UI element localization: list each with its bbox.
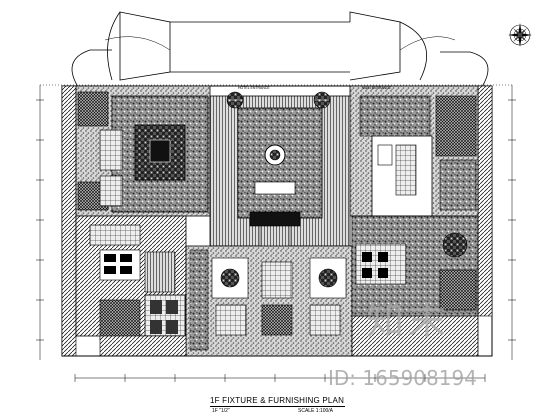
- main-entrance-label: MAIN ENTRANCE: [362, 86, 391, 90]
- left-dining-area: [75, 215, 187, 341]
- watermark-logo: 知末: [366, 299, 451, 343]
- scale-note-right: SCALE 1:100/A: [298, 408, 334, 414]
- watermark-id: ID: 165908194: [328, 366, 477, 390]
- entrance-canopy: [71, 11, 489, 91]
- plan-title-underline: [210, 406, 345, 407]
- hotel-entrance-label: HOTEL ENTRANCE: [238, 86, 270, 90]
- right-lounge-area: [349, 85, 479, 217]
- plan-title: 1F FIXTURE & FURNISHING PLAN: [210, 396, 345, 405]
- right-lower-area: [351, 215, 479, 357]
- north-arrow-compass-icon: [508, 23, 532, 47]
- left-lounge-area: [75, 85, 211, 217]
- dimension-lines: [36, 84, 516, 382]
- central-corridor: [209, 91, 351, 297]
- scale-note-left: 1F "1/2": [212, 408, 230, 414]
- bottom-edge: [62, 335, 492, 357]
- central-seating: [185, 245, 353, 357]
